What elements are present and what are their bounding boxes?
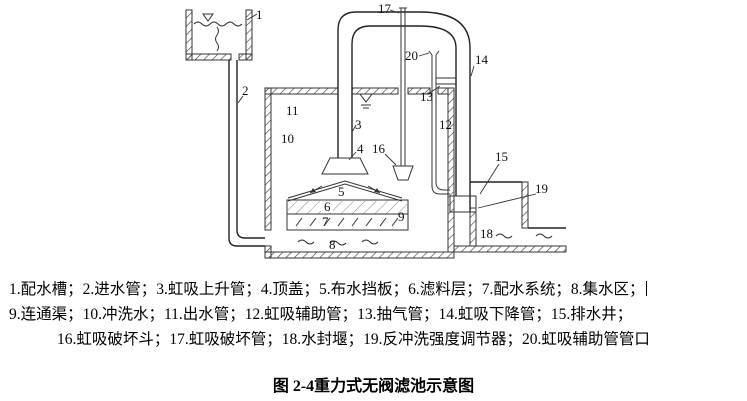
distribution-baffle	[287, 180, 403, 202]
siphon-breaker-pipe	[399, 7, 407, 166]
label-15: 15	[495, 149, 508, 164]
label-17: 17	[378, 1, 392, 16]
label-2: 2	[242, 83, 249, 98]
label-13: 13	[420, 89, 433, 104]
main-tank-walls	[264, 87, 455, 259]
filter-box	[286, 199, 409, 231]
label-5: 5	[338, 184, 345, 199]
label-9: 9	[398, 209, 405, 224]
inflow-squiggle	[215, 26, 219, 52]
water-level-icon	[202, 13, 214, 22]
siphon-pipe	[337, 11, 471, 212]
backwash-regulator	[449, 195, 477, 213]
legend-line-2-text: 9.连通渠；10.冲洗水；11.出水管；12.虹吸辅助管；13.抽气管；14.虹…	[9, 306, 633, 323]
label-7: 7	[322, 214, 329, 229]
inlet-pipe	[228, 60, 265, 247]
label-10: 10	[281, 131, 294, 146]
leader-lines	[237, 9, 537, 209]
label-11: 11	[286, 103, 299, 118]
underdrain-system	[295, 217, 399, 227]
legend-line-1: 1.配水槽；2.进水管；3.虹吸上升管；4.顶盖；5.布水挡板；6.滤料层；7.…	[0, 277, 747, 302]
flow-arrowhead	[310, 188, 316, 193]
auxiliary-siphon-pipe	[428, 50, 450, 195]
figure-caption: 图 2-4重力式无阀滤池示意图	[272, 378, 475, 395]
feed-trough	[185, 9, 253, 61]
label-12: 12	[439, 117, 452, 132]
collection-zone	[297, 239, 379, 246]
water-surface-wave	[193, 21, 243, 27]
text-cursor	[645, 281, 648, 296]
legend-line-2: 9.连通渠；10.冲洗水；11.出水管；12.虹吸辅助管；13.抽气管；14.虹…	[0, 302, 747, 327]
legend-line-3: 16.虹吸破坏斗；17.虹吸破坏管；18.水封堰；19.反冲洗强度调节器；20.…	[0, 327, 747, 352]
drain-well	[453, 181, 567, 253]
label-1: 1	[256, 7, 263, 22]
legend-line-3-text: 16.虹吸破坏斗；17.虹吸破坏管；18.水封堰；19.反冲洗强度调节器；20.…	[57, 331, 650, 348]
siphon-breaker-cup	[392, 165, 414, 181]
label-8: 8	[329, 237, 336, 252]
part-labels: 1 2 3 4 5 6 7 8 9 10 11 12 13 14 15 16 1…	[242, 1, 548, 252]
valveless-filter-diagram: 1 2 3 4 5 6 7 8 9 10 11 12 13 14 15 16 1…	[185, 1, 567, 259]
label-3: 3	[355, 117, 362, 132]
water-seal-weir	[469, 207, 477, 247]
label-16: 16	[372, 141, 386, 156]
water-level-icon	[359, 93, 373, 109]
label-6-backing	[321, 201, 333, 213]
legend: 1.配水槽；2.进水管；3.虹吸上升管；4.顶盖；5.布水挡板；6.滤料层；7.…	[0, 277, 747, 352]
label-19: 19	[535, 181, 548, 196]
air-extraction-pipe	[436, 77, 456, 85]
label-18: 18	[480, 226, 493, 241]
label-14: 14	[475, 52, 489, 67]
flow-arrowhead	[374, 188, 380, 193]
legend-line-1-text: 1.配水槽；2.进水管；3.虹吸上升管；4.顶盖；5.布水挡板；6.滤料层；7.…	[9, 281, 645, 298]
label-20: 20	[405, 48, 418, 63]
label-6: 6	[324, 199, 331, 214]
filter-media-layer	[288, 201, 407, 214]
label-4: 4	[357, 141, 364, 156]
top-cover	[321, 157, 369, 175]
